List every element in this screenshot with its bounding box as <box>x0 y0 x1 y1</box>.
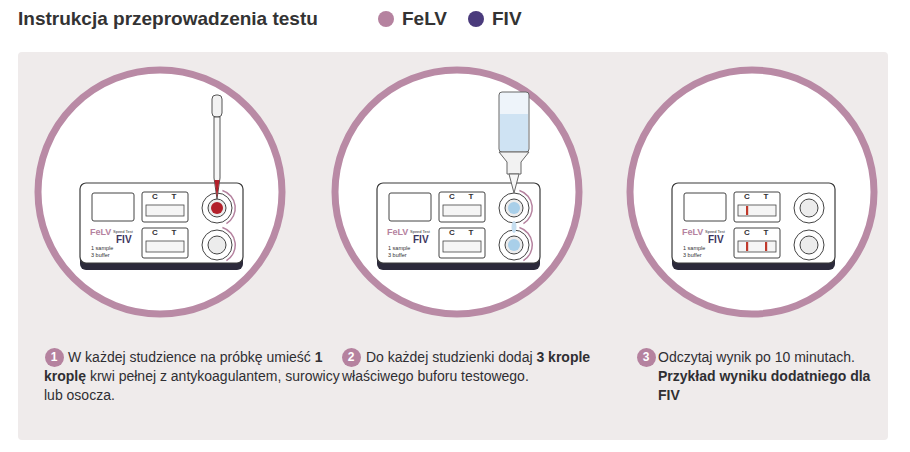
cassette-label: C <box>449 193 455 201</box>
cassette-label: FeLV <box>90 228 111 237</box>
step-text-part: Do każdej studzienki dodaj <box>366 349 533 365</box>
step-number-text: 2 <box>348 351 355 363</box>
cassette-label: 3 buffer <box>388 253 407 259</box>
step-text-part: krwi pełnej z antykoagulantem, surowicy … <box>44 368 340 403</box>
blood-drop <box>211 202 223 214</box>
cassette-label: T <box>172 193 177 201</box>
step-text: Odczytaj wynik po 10 minutach.Przykład w… <box>658 348 873 405</box>
test-cassette <box>377 183 540 270</box>
cassette-label: 1 sample <box>683 246 705 252</box>
step-text-part: W każdej studzience na próbkę umieść <box>68 349 311 365</box>
cassette-label: 3 buffer <box>683 253 702 259</box>
step-text-part: Przykład wyniku dodatniego dla FIV <box>658 367 873 405</box>
cassette-label: T <box>764 193 769 201</box>
cassette-label: C <box>744 229 750 237</box>
cassette-label: 1 sample <box>91 246 113 252</box>
cassette-labels: C T C T FeLVSpeed TestFIV1 sample3 buffer <box>80 183 243 263</box>
cassette-label: Speed Test <box>113 230 133 234</box>
cassette-label: C <box>449 229 455 237</box>
cassette-label: FeLV <box>682 228 703 237</box>
legend-label: FeLV <box>402 8 447 30</box>
step-circle <box>630 70 874 314</box>
cassette-label: T <box>469 193 474 201</box>
step-text: W każdej studzience na próbkę umieść 1 k… <box>44 348 344 405</box>
result-line <box>765 242 767 251</box>
cassette-label: FIV <box>116 235 132 245</box>
cassette-label: FIV <box>413 235 429 245</box>
legend-swatch <box>468 11 484 27</box>
cassette-label: C <box>744 193 750 201</box>
step-text-part: 3 krople <box>536 349 590 365</box>
legend-item: FeLV <box>378 8 447 30</box>
legend-label: FIV <box>492 8 522 30</box>
legend-item: FIV <box>468 8 522 30</box>
test-cassette <box>672 183 835 270</box>
cassette-label: 1 sample <box>388 246 410 252</box>
step-circle <box>38 70 282 314</box>
cassette-label: T <box>764 229 769 237</box>
step-text-part: Odczytaj wynik po 10 minutach. <box>658 348 873 367</box>
cassette-labels: C T C T FeLVSpeed TestFIV1 sample3 buffer <box>672 183 835 263</box>
step-circle <box>335 70 579 314</box>
cassette-label: FIV <box>708 235 724 245</box>
cassette-label: FeLV <box>387 228 408 237</box>
cassette-label: T <box>469 229 474 237</box>
result-line <box>746 242 748 251</box>
result-line <box>746 206 748 215</box>
buffer-drop <box>508 202 520 214</box>
cassette-label: 3 buffer <box>91 253 110 259</box>
step-number-text: 3 <box>643 351 650 363</box>
title: Instrukcja przeprowadzenia testu <box>18 8 318 30</box>
legend-swatch <box>378 11 394 27</box>
cassette-label: Speed Test <box>410 230 430 234</box>
cassette-label: T <box>172 229 177 237</box>
step-number-text: 1 <box>51 351 58 363</box>
test-cassette <box>80 183 243 270</box>
step-text-part: właściwego buforu testowego. <box>342 368 529 384</box>
step-text: Do każdej studzienki dodaj 3 krople właś… <box>342 348 634 386</box>
step-number: 3 <box>637 348 656 367</box>
buffer-drop <box>508 239 520 251</box>
cassette-label: Speed Test <box>705 230 725 234</box>
falling-drop <box>512 221 517 233</box>
cassette-label: C <box>152 193 158 201</box>
step-number: 2 <box>342 348 361 367</box>
cassette-labels: C T C T FeLVSpeed TestFIV1 sample3 buffer <box>377 183 540 263</box>
buffer-bottle <box>499 92 529 193</box>
step-number: 1 <box>45 348 64 367</box>
cassette-label: C <box>152 229 158 237</box>
panel <box>18 52 888 440</box>
pipette <box>212 95 222 199</box>
